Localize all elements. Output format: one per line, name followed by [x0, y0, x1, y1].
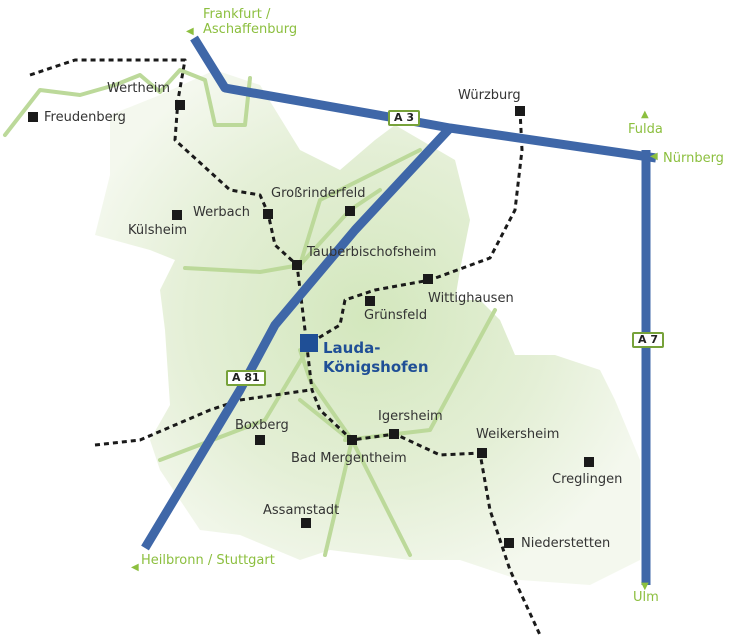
town-marker-wuerzburg	[515, 106, 525, 116]
town-label-creglingen: Creglingen	[552, 472, 623, 487]
town-marker-weikersheim	[477, 448, 487, 458]
arrow-nuernberg-icon: ◀	[650, 151, 658, 162]
town-label-tauberbischofsheim: Tauberbischofsheim	[307, 245, 437, 260]
town-label-bad-mergentheim: Bad Mergentheim	[291, 451, 407, 466]
town-marker-assamstadt	[301, 518, 311, 528]
town-label-assamstadt: Assamstadt	[263, 503, 340, 518]
town-marker-bad-mergentheim	[347, 435, 357, 445]
town-label-grossrinderfeld: Großrinderfeld	[271, 186, 366, 201]
town-label-wertheim: Wertheim	[107, 81, 171, 96]
town-marker-igersheim	[389, 429, 399, 439]
town-label-niederstetten: Niederstetten	[521, 536, 611, 551]
town-marker-kuelsheim	[172, 210, 182, 220]
direction-fulda: Fulda	[628, 122, 663, 137]
arrow-ulm-icon: ▼	[641, 581, 649, 592]
town-label-wuerzburg: Würzburg	[458, 88, 521, 103]
direction-heilbronn: Heilbronn / Stuttgart	[141, 553, 275, 568]
town-label-igersheim: Igersheim	[378, 409, 443, 424]
town-marker-niederstetten	[504, 538, 514, 548]
main-city-marker	[300, 334, 318, 352]
town-label-boxberg: Boxberg	[235, 418, 289, 433]
main-city-name: Lauda- Königshofen	[323, 339, 429, 376]
town-label-kuelsheim: Külsheim	[128, 223, 188, 238]
town-label-wittighausen: Wittighausen	[428, 291, 514, 306]
highway-a81	[141, 124, 454, 551]
arrow-fulda-icon: ▲	[641, 109, 649, 120]
district-area	[95, 70, 640, 585]
highway-shield-a3: A 3	[388, 110, 420, 126]
town-marker-werbach	[263, 209, 273, 219]
town-marker-freudenberg	[28, 112, 38, 122]
town-label-gruensfeld: Grünsfeld	[364, 308, 428, 323]
town-label-freudenberg: Freudenberg	[44, 110, 126, 125]
town-marker-wertheim	[175, 100, 185, 110]
town-label-weikersheim: Weikersheim	[476, 427, 560, 442]
green-roads	[3, 68, 497, 557]
arrow-heilbronn-icon: ◀	[131, 562, 139, 573]
town-marker-grossrinderfeld	[345, 206, 355, 216]
arrow-frankfurt-icon: ◀	[186, 26, 194, 37]
highway-shield-a7: A 7	[632, 332, 664, 348]
town-marker-wittighausen	[423, 274, 433, 284]
direction-ulm: Ulm	[633, 590, 659, 605]
direction-nuernberg: Nürnberg	[663, 151, 724, 166]
town-marker-gruensfeld	[365, 296, 375, 306]
direction-frankfurt: Frankfurt / Aschaffenburg	[203, 7, 298, 37]
highway-shield-a81: A 81	[226, 370, 266, 386]
town-marker-creglingen	[584, 457, 594, 467]
town-marker-tauberbischofsheim	[292, 260, 302, 270]
town-marker-boxberg	[255, 435, 265, 445]
town-label-werbach: Werbach	[193, 205, 251, 220]
